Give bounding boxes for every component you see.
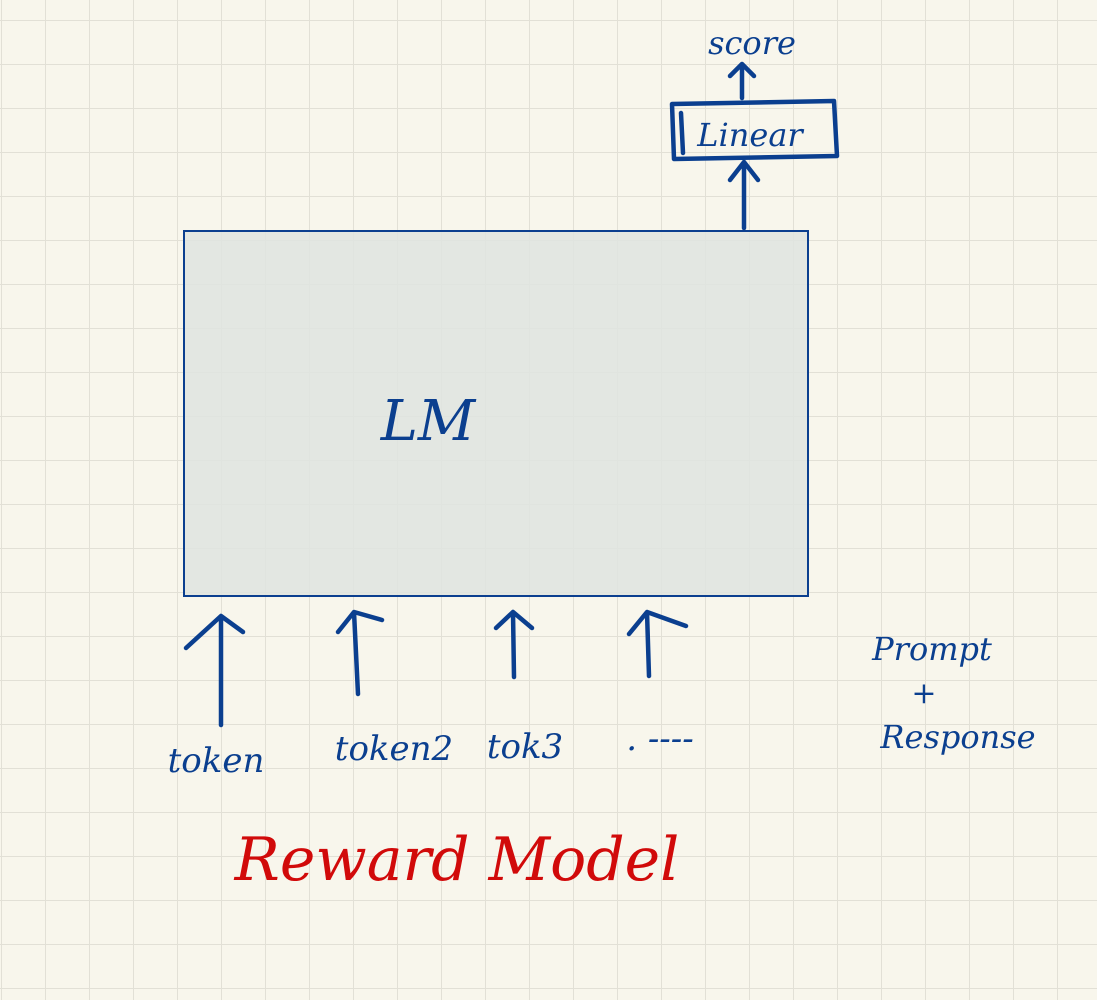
token1-arrow <box>183 613 246 728</box>
lm-block <box>183 230 809 597</box>
input-note-prompt: Prompt <box>871 630 992 668</box>
token3-label: tok3 <box>487 727 563 767</box>
score-label: score <box>708 24 796 62</box>
token4-arrow <box>626 609 689 679</box>
input-note-response: Response <box>879 718 1035 756</box>
input-note-plus: + <box>911 676 936 711</box>
token3-arrow <box>493 609 535 680</box>
token2-arrow <box>335 609 385 697</box>
token4-label: . ---- <box>626 719 694 759</box>
linear-head-box <box>669 98 840 162</box>
token1-label: token <box>168 741 265 781</box>
lm-label: LM <box>380 389 477 454</box>
linear-head-label: Linear <box>696 116 804 154</box>
token2-label: token2 <box>335 729 453 769</box>
linear-to-score-arrow <box>727 61 757 101</box>
diagram-caption: Reward Model <box>234 825 680 895</box>
linear-bracket-mark <box>678 110 686 156</box>
lm-to-linear-arrow <box>727 159 761 231</box>
